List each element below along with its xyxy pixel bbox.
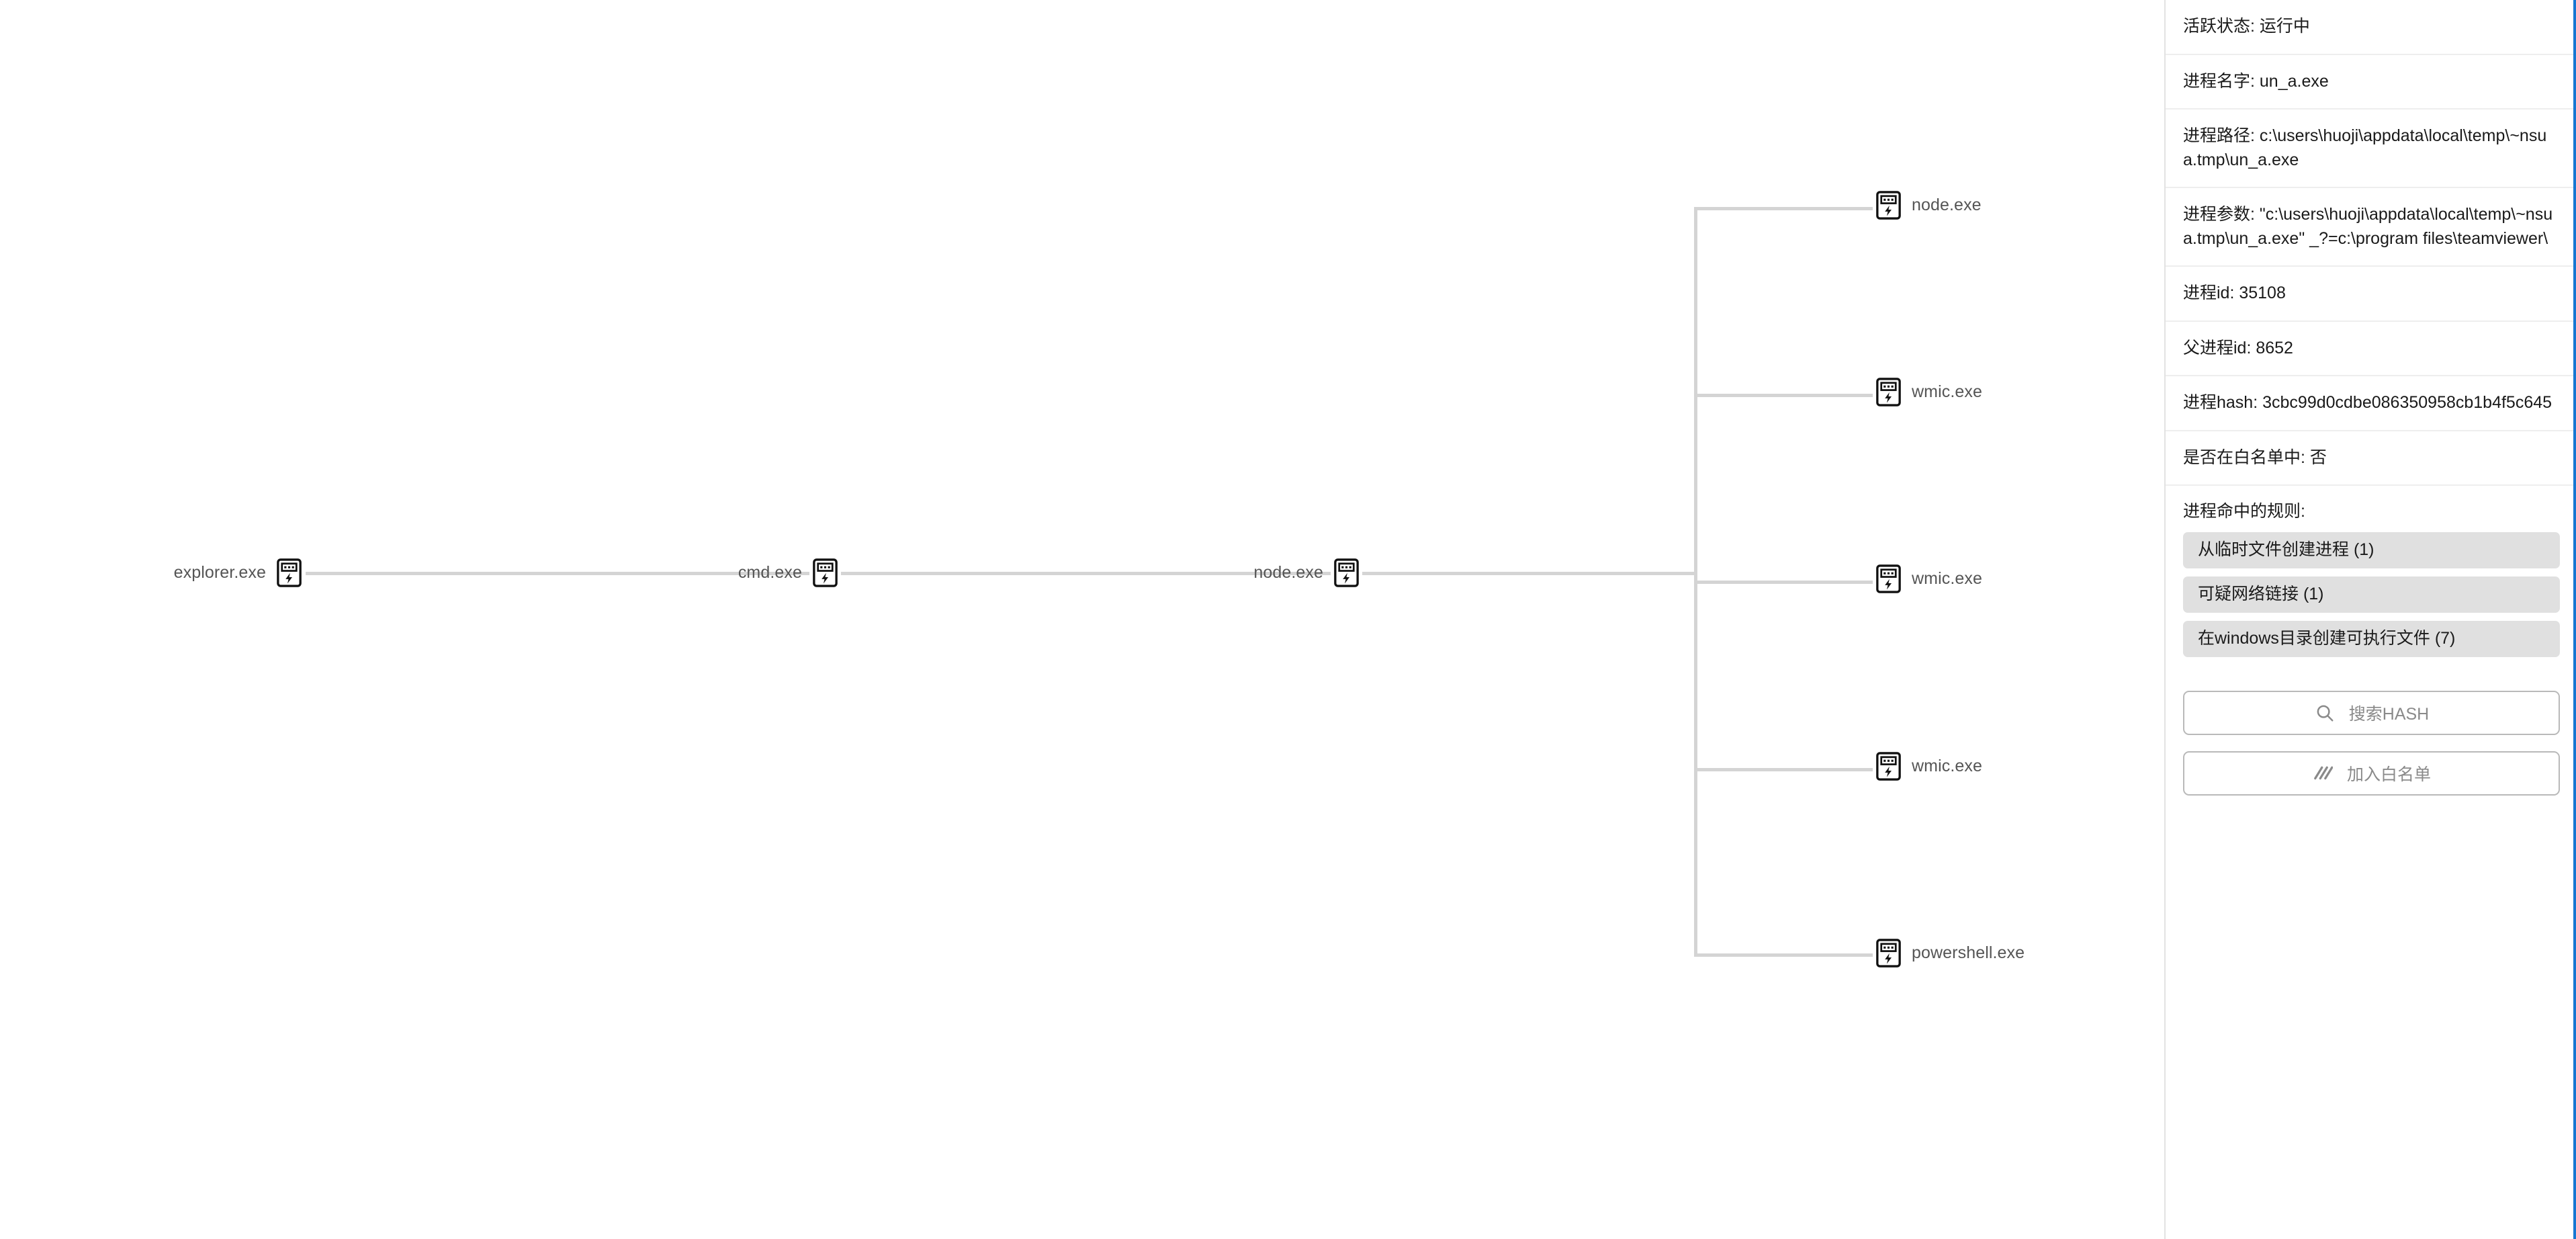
tree-node-node-parent[interactable]: node.exe: [0, 557, 1362, 589]
process-window-lightning-icon: [1873, 376, 1904, 408]
tree-node-label: node.exe: [1912, 196, 1982, 214]
rule-chip[interactable]: 从临时文件创建进程 (1): [2183, 531, 2560, 568]
detail-row-process-id: 进程id: 35108: [2166, 267, 2576, 322]
matched-rules-section: 进程命中的规则: 从临时文件创建进程 (1) 可疑网络链接 (1) 在windows…: [2166, 486, 2576, 677]
process-tree-canvas: explorer.exe cmd.exe node.exe node.exe wmic.…: [0, 189, 2025, 969]
detail-row-process-args: 进程参数: "c:\users\huoji\appdata\local\temp…: [2166, 188, 2576, 267]
tree-node-cmd[interactable]: cmd.exe: [0, 557, 841, 589]
detail-row-parent-process-id: 父进程id: 8652: [2166, 322, 2576, 376]
tree-node-label: cmd.exe: [738, 563, 802, 582]
edge-cmd-to-node: [840, 572, 1364, 575]
process-window-lightning-icon: [1873, 937, 1904, 969]
edge-to-child-powershell: [1694, 953, 1875, 957]
process-window-lightning-icon: [1873, 563, 1904, 595]
detail-row-active-state: 活跃状态: 运行中: [2166, 0, 2576, 55]
search-hash-button[interactable]: 搜索HASH: [2183, 690, 2560, 735]
edge-node-to-fanout: [1364, 572, 1696, 575]
process-window-lightning-icon: [1873, 751, 1904, 782]
tree-node-label: wmic.exe: [1912, 757, 1982, 775]
hatch-stripes-icon: [2312, 763, 2334, 784]
detail-row-in-whitelist: 是否在白名单中: 否: [2166, 431, 2576, 486]
tree-node-child-wmic-3[interactable]: wmic.exe: [1873, 751, 1982, 782]
process-window-lightning-icon: [273, 557, 305, 589]
edge-explorer-to-cmd: [306, 572, 836, 575]
search-icon: [2314, 702, 2336, 724]
tree-node-child-wmic-1[interactable]: wmic.exe: [1873, 376, 1982, 408]
tree-node-child-powershell[interactable]: powershell.exe: [1873, 937, 2025, 969]
tree-node-label: wmic.exe: [1912, 569, 1982, 588]
detail-row-process-hash: 进程hash: 3cbc99d0cdbe086350958cb1b4f5c645: [2166, 376, 2576, 431]
detail-row-process-name: 进程名字: un_a.exe: [2166, 55, 2576, 110]
edge-to-child-wmic-3: [1694, 768, 1875, 771]
right-edge-accent: [2573, 0, 2576, 1239]
tree-node-child-wmic-2[interactable]: wmic.exe: [1873, 563, 1982, 595]
process-window-lightning-icon: [1873, 189, 1904, 221]
matched-rules-title: 进程命中的规则:: [2183, 502, 2305, 521]
matched-rules-list: 从临时文件创建进程 (1) 可疑网络链接 (1) 在windows目录创建可执行文件…: [2183, 531, 2560, 657]
edge-to-child-wmic-1: [1694, 394, 1875, 397]
panel-action-buttons: 搜索HASH 加入白名单: [2166, 677, 2576, 796]
tree-node-label: powershell.exe: [1912, 943, 2025, 962]
rule-chip[interactable]: 在windows目录创建可执行文件 (7): [2183, 620, 2560, 657]
edge-to-child-wmic-2: [1694, 581, 1875, 584]
tree-node-child-node[interactable]: node.exe: [1873, 189, 1982, 221]
add-whitelist-button[interactable]: 加入白名单: [2183, 751, 2560, 796]
tree-node-label: node.exe: [1253, 563, 1323, 582]
detail-row-process-path: 进程路径: c:\users\huoji\appdata\local\temp\…: [2166, 110, 2576, 188]
rule-chip[interactable]: 可疑网络链接 (1): [2183, 576, 2560, 613]
tree-node-label: wmic.exe: [1912, 382, 1982, 401]
process-window-lightning-icon: [809, 557, 841, 589]
process-window-lightning-icon: [1331, 557, 1362, 589]
tree-node-explorer[interactable]: explorer.exe: [0, 557, 305, 589]
add-whitelist-label: 加入白名单: [2346, 765, 2431, 784]
tree-node-label: explorer.exe: [173, 563, 266, 582]
search-hash-label: 搜索HASH: [2348, 704, 2430, 724]
edge-to-child-node: [1694, 207, 1875, 210]
process-detail-panel: 活跃状态: 运行中 进程名字: un_a.exe 进程路径: c:\users\…: [2164, 0, 2576, 1239]
